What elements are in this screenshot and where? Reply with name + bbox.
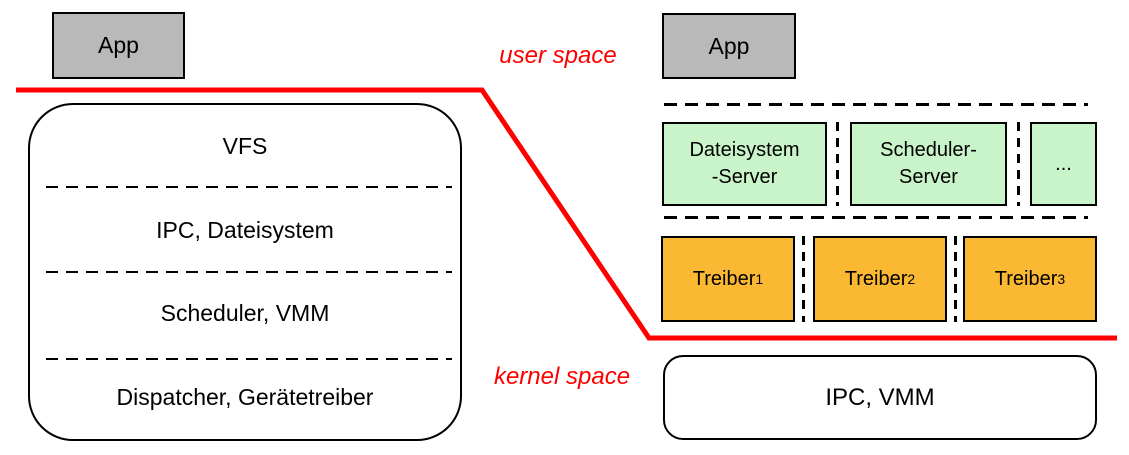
monolithic-kernel-box: VFS IPC, Dateisystem Scheduler, VMM Disp… (28, 103, 462, 441)
server-label-line: Server (899, 166, 958, 188)
server-box-ellipsis: ... (1030, 122, 1097, 206)
driver-label: Treiber (692, 267, 756, 290)
server-separator-dashed (1017, 122, 1020, 206)
server-label-line: ... (1055, 152, 1072, 175)
layer-separator-dashed (46, 358, 452, 360)
driver-separator-dashed (802, 236, 805, 322)
server-label-line: Dateisystem (689, 139, 800, 161)
userspace-separator-dashed-bottom (664, 216, 1088, 219)
kernel-layer-vfs: VFS (222, 133, 268, 160)
userspace-separator-dashed-top (664, 103, 1088, 106)
driver-label: Treiber (994, 267, 1058, 290)
server-label-line: Scheduler- (880, 139, 977, 161)
layer-separator-dashed (46, 271, 452, 273)
app-box-microkernel: App (662, 13, 796, 79)
kernel-space-label: kernel space (493, 363, 631, 390)
user-space-label: user space (499, 42, 617, 69)
server-label-line: -Server (711, 166, 778, 188)
app-box-monolithic: App (52, 12, 185, 79)
driver-separator-dashed (954, 236, 957, 322)
server-box-dateisystem: Dateisystem -Server (662, 122, 827, 206)
kernel-layer-ipc-dateisystem: IPC, Dateisystem (156, 216, 334, 243)
server-separator-dashed (836, 122, 839, 206)
server-box-scheduler: Scheduler- Server (850, 122, 1007, 206)
microkernel-kernel-box: IPC, VMM (663, 355, 1097, 440)
driver-label: Treiber (844, 267, 908, 290)
kernel-layer-scheduler-vmm: Scheduler, VMM (160, 300, 330, 327)
kernel-layer-dispatcher: Dispatcher, Gerätetreiber (116, 383, 374, 410)
layer-separator-dashed (46, 186, 452, 188)
